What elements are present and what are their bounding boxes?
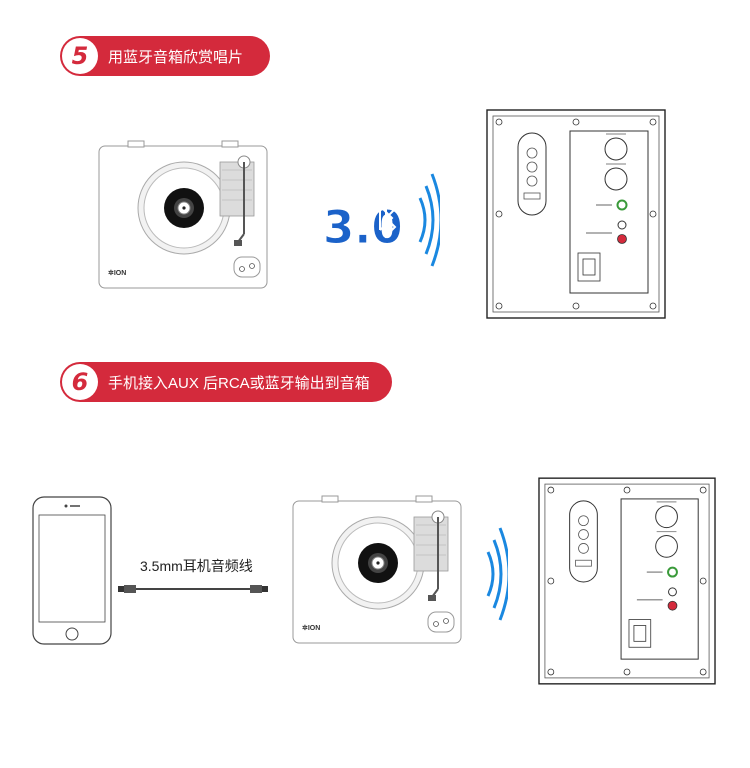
bluetooth-icon — [379, 197, 397, 239]
bluetooth-version: 3.0 — [323, 201, 403, 254]
audio-cable — [118, 585, 268, 593]
bluetooth-logo: 3.0 — [323, 197, 403, 255]
cable-label: 3.5mm耳机音频线 — [140, 558, 253, 574]
step-6-number: 6 — [62, 364, 98, 400]
wave-top-icon — [418, 172, 440, 268]
step-6-text: 手机接入AUX 后RCA或蓝牙输出到音箱 — [108, 374, 370, 392]
step-5-text: 用蓝牙音箱欣赏唱片 — [108, 48, 244, 66]
wave-bottom-icon — [486, 526, 508, 622]
turntable-bottom — [292, 495, 462, 644]
speaker-bottom — [538, 477, 716, 685]
smartphone — [32, 496, 112, 645]
step-6-banner: 6 手机接入AUX 后RCA或蓝牙输出到音箱 — [60, 362, 392, 402]
speaker-top — [486, 108, 666, 320]
step-5-number: 5 — [62, 38, 98, 74]
step-5-banner: 5 用蓝牙音箱欣赏唱片 — [60, 36, 270, 76]
turntable-top — [98, 140, 268, 289]
